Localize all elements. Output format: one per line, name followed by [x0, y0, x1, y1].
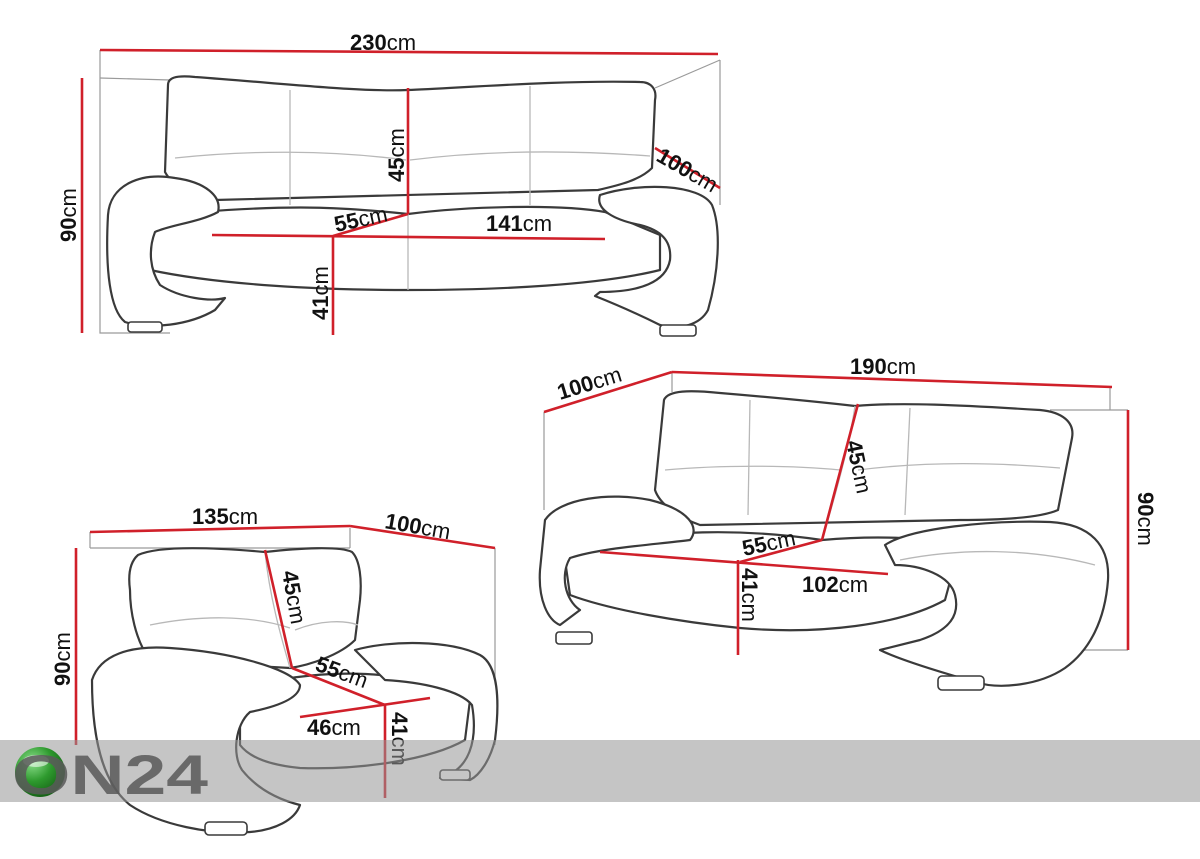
sofa2-back — [653, 390, 1074, 527]
armchair-back-height-label: 45cm — [277, 569, 311, 626]
sofa3-height-label: 90cm — [56, 188, 81, 242]
sofa2-width-label: 190cm — [850, 354, 916, 379]
armchair-seat-width-label: 46cm — [307, 715, 361, 740]
sofa2-back-height-label: 45cm — [841, 438, 877, 496]
sofa2-left-arm — [538, 495, 695, 627]
armchair-depth-label: 100cm — [383, 508, 452, 544]
logo-text: ON24 — [12, 743, 208, 804]
sofa3-back-height-label: 45cm — [384, 128, 409, 182]
sofa2-seat-height-label: 41cm — [737, 568, 762, 622]
sofa3-seat — [148, 205, 662, 292]
on24-logo: ON24 — [12, 743, 208, 804]
sofa3-seat-height-label: 41cm — [308, 266, 333, 320]
sofa3-left-arm — [106, 175, 227, 327]
sofa2-height-label: 90cm — [1133, 492, 1158, 546]
sofa3-right-arm — [593, 185, 719, 328]
armchair-back — [128, 547, 362, 670]
two-seat-sofa: 100cm 190cm 45cm 90cm 55cm 41cm 102cm — [538, 354, 1158, 691]
sofa3-seat-width-label: 141cm — [486, 211, 552, 236]
sofa3-width-label: 230cm — [350, 30, 416, 55]
sofa2-seat-width-label: 102cm — [802, 572, 868, 597]
three-seat-sofa: 230cm 90cm 45cm 55cm 141cm 41cm 100cm — [56, 30, 722, 337]
sofa3-seat-depth-label: 55cm — [332, 201, 390, 237]
armchair-height-label: 90cm — [50, 632, 75, 686]
sofa2-right-arm — [878, 520, 1110, 687]
sofa2-seat-depth-label: 55cm — [740, 525, 798, 561]
sofa3-back — [163, 75, 657, 202]
armchair-width-label: 135cm — [192, 504, 258, 529]
watermark-bar — [0, 740, 1200, 802]
